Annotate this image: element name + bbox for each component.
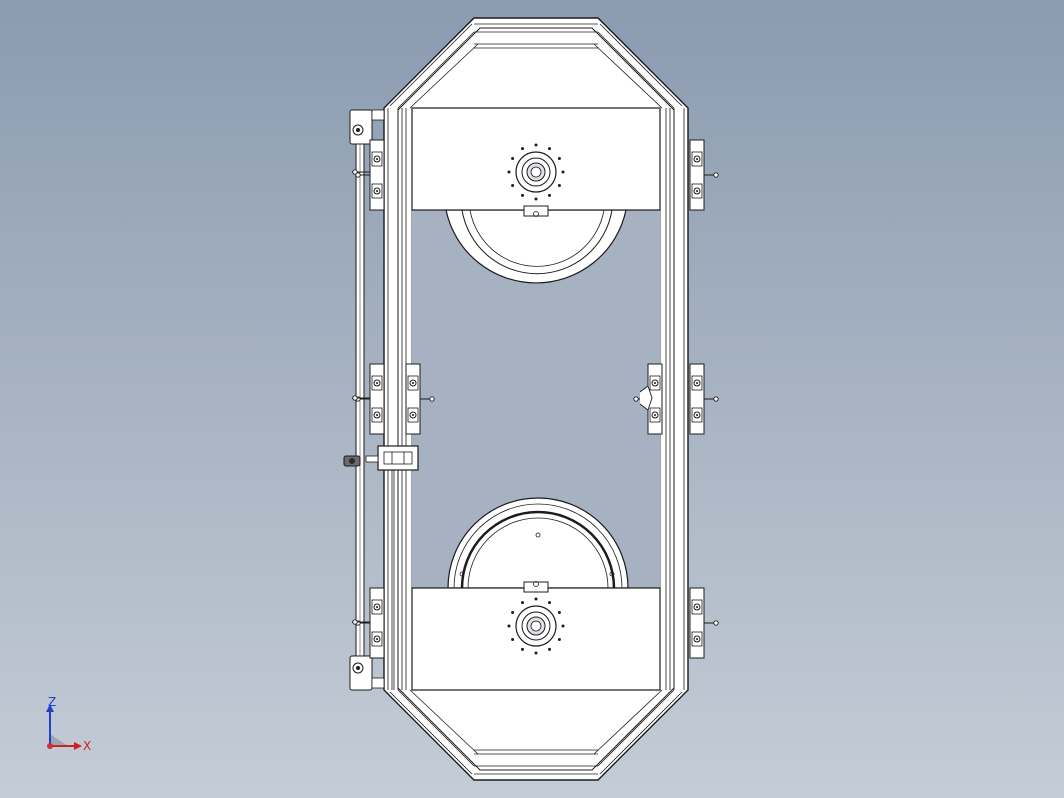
upper-tension-screw <box>533 211 539 217</box>
lower-tension-screw <box>533 581 539 587</box>
guide-bracket[interactable] <box>689 363 719 435</box>
bolt-hole <box>534 197 538 201</box>
guide-bracket[interactable] <box>355 139 385 211</box>
bolt-hole <box>557 184 561 187</box>
bolt-hole <box>521 147 524 151</box>
guide-bracket[interactable] <box>689 139 719 211</box>
bolt-hole <box>521 601 524 605</box>
coordinate-triad: Z X <box>38 695 98 756</box>
bolt-hole <box>534 143 538 147</box>
triad-z-arrow <box>46 704 54 712</box>
lower-pulley-hub[interactable] <box>507 597 565 655</box>
bolt-hole <box>561 624 565 628</box>
frame-top-chamfer-lines <box>389 23 683 109</box>
guide-bracket[interactable] <box>633 363 663 435</box>
bolt-hole <box>511 184 515 187</box>
triad-origin-plane <box>50 734 68 746</box>
lower-tension-clip <box>523 581 549 593</box>
triad-x-arrow <box>74 742 82 750</box>
middle-clamp-assembly[interactable] <box>365 445 419 471</box>
lower-wheel-rim-holes <box>459 532 615 577</box>
rod-hook <box>352 395 370 401</box>
bolt-hole <box>507 170 511 174</box>
guide-brackets <box>352 139 719 659</box>
bolt-hole <box>557 611 561 614</box>
bolt-hole <box>548 647 551 651</box>
bolt-hole <box>511 638 515 641</box>
clamp-lever-knob[interactable] <box>343 455 361 467</box>
rod-hook <box>352 619 370 625</box>
bolt-hole <box>548 601 551 605</box>
triad-origin <box>47 743 53 749</box>
upper-pulley-wheel <box>445 209 627 284</box>
triad-z-label: Z <box>48 696 56 709</box>
bolt-hole <box>548 147 551 151</box>
upper-pulley-hub[interactable] <box>507 143 565 201</box>
bolt-hole <box>521 193 524 197</box>
bolt-hole <box>534 651 538 655</box>
guide-bracket[interactable] <box>405 363 435 435</box>
triad-x-label: X <box>83 739 91 753</box>
bolt-hole <box>511 157 515 160</box>
bolt-hole <box>561 170 565 174</box>
rod-bottom-end-block[interactable] <box>349 655 385 691</box>
rod-top-end-block[interactable] <box>349 109 385 145</box>
lower-pulley-wheel <box>447 497 629 589</box>
frame-bottom-chamfer-lines <box>389 689 683 775</box>
guide-bracket[interactable] <box>355 363 385 435</box>
left-rail-slot <box>391 470 395 690</box>
rod-hook <box>352 169 370 175</box>
bolt-hole <box>557 638 561 641</box>
guide-bracket[interactable] <box>355 587 385 659</box>
bolt-hole <box>534 597 538 601</box>
upper-bolt-circle <box>507 143 565 201</box>
bolt-hole <box>521 647 524 651</box>
bolt-hole <box>548 193 551 197</box>
bolt-hole <box>557 157 561 160</box>
guide-v-notch <box>639 385 653 411</box>
bolt-hole <box>507 624 511 628</box>
upper-tension-clip <box>523 205 549 217</box>
lower-bolt-circle <box>507 597 565 655</box>
bolt-hole <box>511 611 515 614</box>
guide-bracket[interactable] <box>689 587 719 659</box>
